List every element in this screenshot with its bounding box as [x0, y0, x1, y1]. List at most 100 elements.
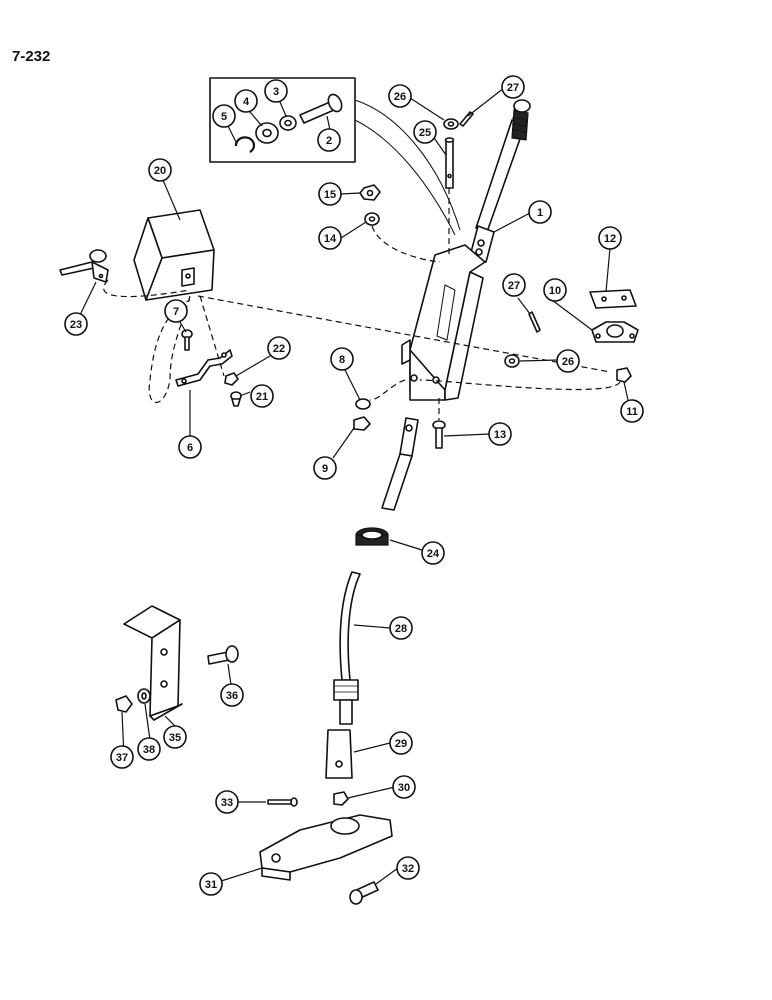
callout-9: 9 — [313, 456, 337, 480]
callout-15: 15 — [318, 182, 342, 206]
callout-32: 32 — [396, 856, 420, 880]
callout-22: 22 — [267, 336, 291, 360]
svg-text:9: 9 — [322, 463, 328, 475]
clamp-10 — [591, 321, 639, 343]
svg-text:28: 28 — [395, 623, 407, 635]
cotter-pin-27-right — [528, 311, 541, 333]
washer-8 — [355, 398, 371, 410]
svg-text:26: 26 — [394, 91, 406, 103]
bolt-36 — [207, 645, 239, 665]
svg-text:3: 3 — [273, 86, 279, 98]
svg-text:33: 33 — [221, 797, 233, 809]
washer-3 — [279, 115, 297, 131]
callout-13: 13 — [488, 422, 512, 446]
svg-text:14: 14 — [324, 233, 337, 245]
svg-text:4: 4 — [243, 96, 250, 108]
callout-14: 14 — [318, 226, 342, 250]
callout-29: 29 — [389, 731, 413, 755]
nut-11 — [616, 367, 632, 383]
washer-26-top — [443, 118, 459, 130]
callout-6: 6 — [178, 435, 202, 459]
callout-37: 37 — [110, 745, 134, 769]
grommet-24 — [355, 527, 389, 546]
lever-support-bracket — [401, 244, 486, 401]
bolt-13 — [432, 420, 446, 449]
nut-22 — [224, 372, 239, 386]
svg-text:36: 36 — [226, 690, 238, 702]
callout-3: 3 — [264, 79, 288, 103]
svg-text:13: 13 — [494, 429, 506, 441]
svg-text:2: 2 — [326, 135, 332, 147]
callout-25: 25 — [413, 120, 437, 144]
assembly-lines — [103, 188, 621, 420]
svg-text:32: 32 — [402, 863, 414, 875]
svg-text:6: 6 — [187, 442, 193, 454]
screw-21 — [230, 391, 242, 407]
nut-30 — [333, 791, 349, 806]
screw-7 — [181, 329, 193, 351]
svg-text:20: 20 — [154, 165, 166, 177]
shift-lever-1 — [469, 99, 531, 263]
callout-1: 1 — [528, 200, 552, 224]
callout-31: 31 — [199, 872, 223, 896]
svg-text:38: 38 — [143, 744, 155, 756]
callout-38: 38 — [137, 737, 161, 761]
leader-lines — [79, 87, 629, 885]
page-number-label: 7-232 — [12, 48, 51, 65]
callout-26-top: 26 — [388, 84, 412, 108]
bracket-6 — [175, 349, 233, 387]
callout-20: 20 — [148, 158, 172, 182]
svg-text:21: 21 — [256, 391, 268, 403]
nut-15 — [359, 184, 381, 201]
svg-text:30: 30 — [398, 782, 410, 794]
callout-26-right: 26 — [556, 349, 580, 373]
callout-35: 35 — [163, 725, 187, 749]
callout-23: 23 — [64, 312, 88, 336]
nut-37 — [115, 695, 133, 713]
svg-text:27: 27 — [508, 280, 520, 292]
cable-28 — [333, 571, 361, 725]
washer-4 — [255, 122, 279, 144]
svg-text:15: 15 — [324, 189, 336, 201]
svg-text:25: 25 — [419, 127, 431, 139]
callout-36: 36 — [220, 683, 244, 707]
cotter-pin-27-top — [459, 111, 474, 127]
svg-text:26: 26 — [562, 356, 574, 368]
callout-8: 8 — [330, 347, 354, 371]
svg-text:12: 12 — [604, 233, 616, 245]
callout-5: 5 — [212, 104, 236, 128]
callout-27-right: 27 — [502, 273, 526, 297]
washer-38 — [137, 688, 151, 704]
pin-25 — [444, 137, 455, 189]
svg-text:29: 29 — [395, 738, 407, 750]
callout-12: 12 — [598, 226, 622, 250]
svg-text:23: 23 — [70, 319, 82, 331]
callout-2: 2 — [317, 128, 341, 152]
callout-7: 7 — [164, 299, 188, 323]
bracket-35 — [123, 605, 183, 721]
callout-4: 4 — [234, 89, 258, 113]
callout-33: 33 — [215, 790, 239, 814]
washer-26-right — [504, 354, 520, 368]
plate-12 — [589, 289, 637, 309]
callout-24: 24 — [421, 541, 445, 565]
callout-28: 28 — [389, 616, 413, 640]
callout-27-top: 27 — [501, 75, 525, 99]
pin-32 — [349, 881, 379, 905]
cotter-pin-33 — [267, 797, 298, 807]
svg-text:31: 31 — [205, 879, 217, 891]
svg-text:7: 7 — [173, 306, 179, 318]
inset-detail-box — [209, 77, 461, 236]
snap-ring-5 — [234, 136, 256, 153]
svg-text:35: 35 — [169, 732, 181, 744]
svg-text:8: 8 — [339, 354, 345, 366]
svg-text:1: 1 — [537, 207, 543, 219]
svg-text:11: 11 — [626, 406, 638, 418]
svg-text:24: 24 — [427, 548, 440, 560]
svg-text:5: 5 — [221, 111, 227, 123]
bolt-2 — [299, 93, 343, 124]
svg-text:22: 22 — [273, 343, 285, 355]
callout-30: 30 — [392, 775, 416, 799]
cover-20 — [133, 209, 215, 301]
